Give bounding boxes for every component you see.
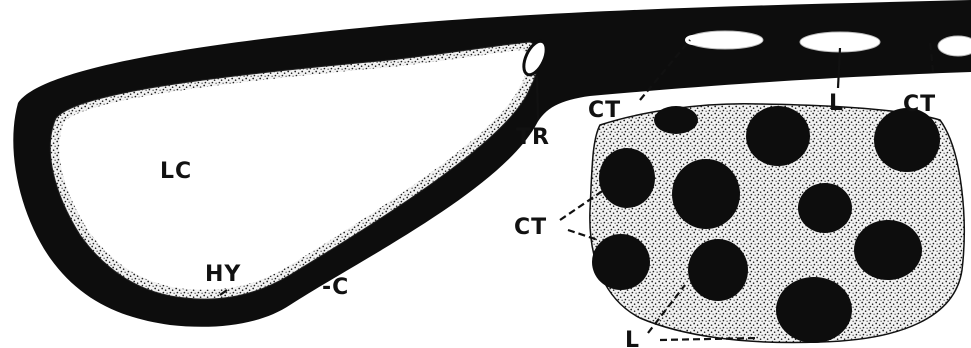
label-lc: LC [160,159,192,184]
cavity-2 [746,106,810,166]
cavity-1 [654,106,698,134]
leader-tr [537,76,538,120]
label-ct-mass: CT [514,215,547,240]
label-l-bottom: L [625,328,640,348]
cavity-8 [688,239,748,301]
label-tr: TR [516,125,550,150]
cavity-4 [599,148,655,208]
cavity-6 [798,183,852,233]
cavity-9 [854,220,922,280]
cavity-7 [592,234,650,290]
label-l-top: L [829,91,844,116]
cavity-3 [874,108,940,172]
wall-lacuna-small [685,35,701,45]
label-c: -C [322,275,349,300]
label-ct-top-left: CT [588,98,621,123]
label-hy: HY [205,262,241,287]
label-ct-top-right: CT [903,92,936,117]
cavity-10 [776,277,852,343]
wall-lacuna-3 [938,36,971,56]
cavity-5 [672,159,740,229]
